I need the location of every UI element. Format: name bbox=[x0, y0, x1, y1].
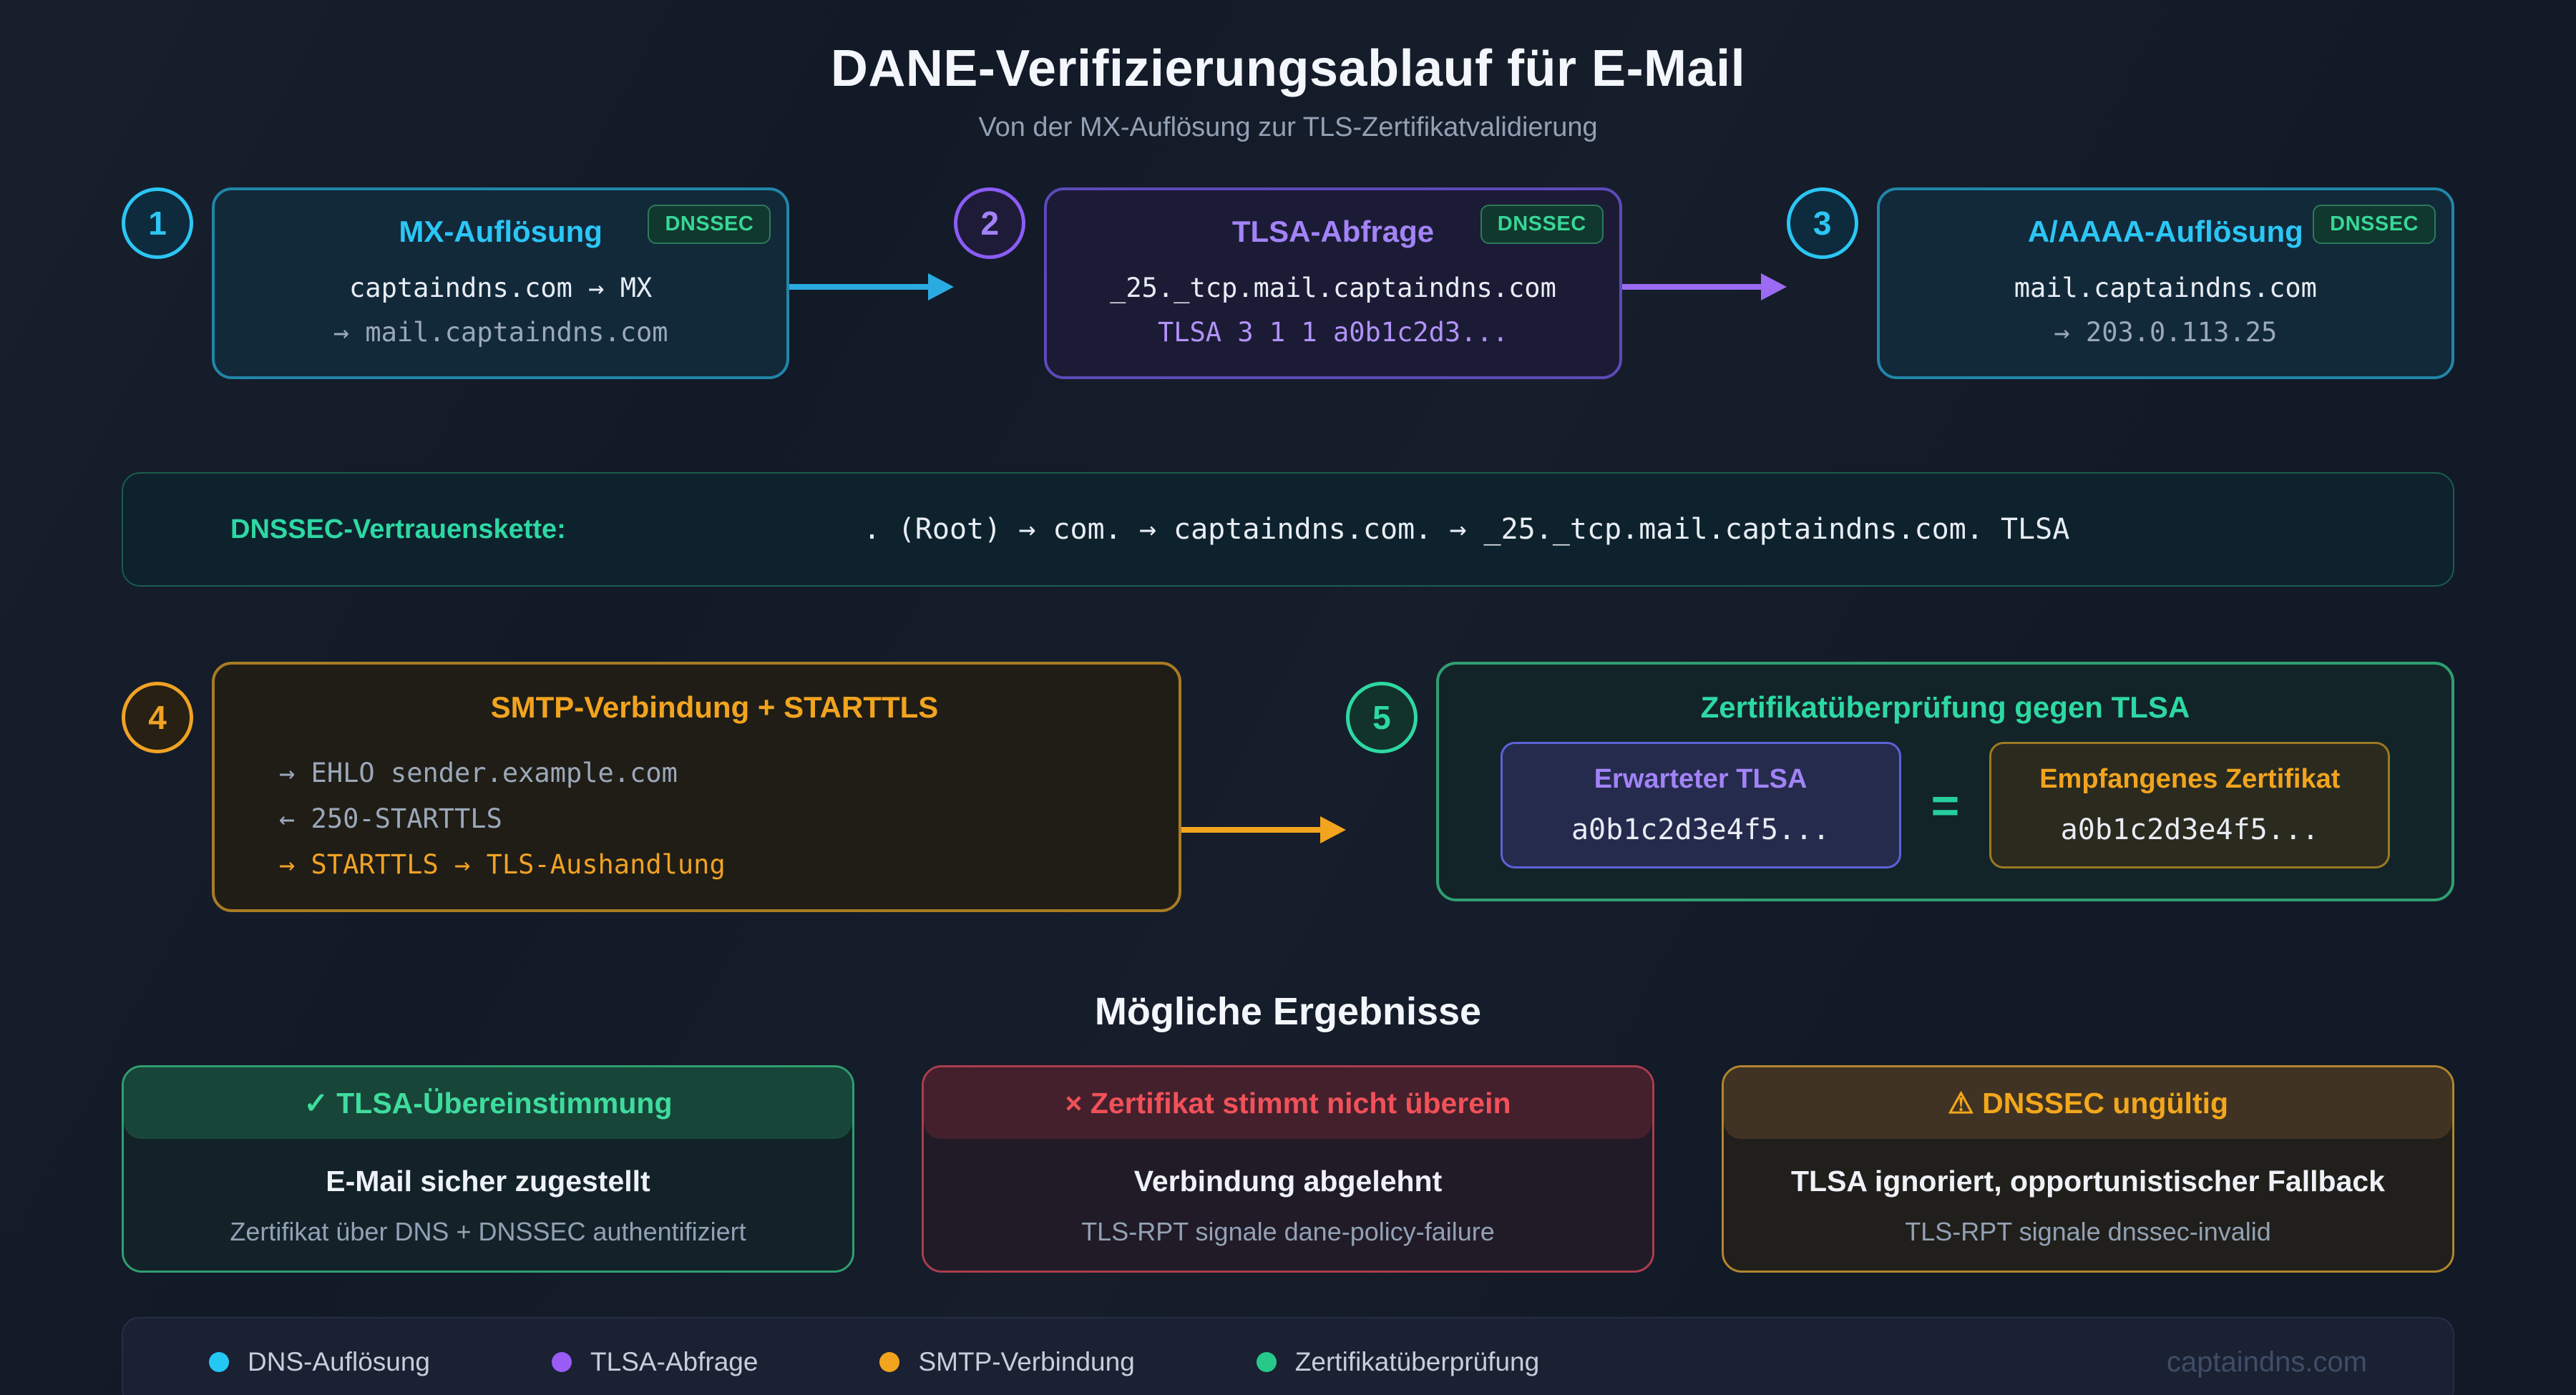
step-detail-query: captaindns.com → MX bbox=[349, 273, 653, 303]
expected-tlsa-value: a0b1c2d3e4f5... bbox=[1571, 813, 1830, 846]
received-cert-value: a0b1c2d3e4f5... bbox=[2060, 813, 2319, 846]
result-card-dnssec-invalid: ⚠ DNSSEC ungültig TLSA ignoriert, opport… bbox=[1722, 1065, 2454, 1273]
expected-tlsa-box: Erwarteter TLSA a0b1c2d3e4f5... bbox=[1500, 742, 1901, 868]
result-detail: TLS-RPT signale dane-policy-failure bbox=[1081, 1217, 1495, 1246]
arrow-head bbox=[928, 273, 955, 300]
step-number-3: 3 bbox=[1786, 187, 1858, 259]
received-cert-label: Empfangenes Zertifikat bbox=[2039, 764, 2341, 794]
result-outcome: TLSA ignoriert, opportunistischer Fallba… bbox=[1791, 1165, 2385, 1198]
result-outcome: E-Mail sicher zugestellt bbox=[326, 1165, 650, 1198]
result-outcome: Verbindung abgelehnt bbox=[1133, 1165, 1443, 1198]
step-number-4: 4 bbox=[122, 682, 193, 753]
step-detail-result: TLSA 3 1 1 a0b1c2d3... bbox=[1157, 317, 1509, 348]
diagram-header: DANE-Verifizierungsablauf für E-Mail Von… bbox=[122, 39, 2454, 143]
legend-item-certcheck: Zertifikatüberprüfung bbox=[1256, 1347, 1540, 1377]
step-title: SMTP-Verbindung + STARTTLS bbox=[490, 690, 939, 724]
legend-label: TLSA-Abfrage bbox=[590, 1347, 758, 1376]
dnssec-badge: DNSSEC bbox=[1480, 205, 1604, 244]
equals-icon: = bbox=[1931, 778, 1960, 833]
chain-value: . (Root) → com. → captaindns.com. → _25.… bbox=[863, 513, 2070, 546]
step-title: Zertifikatüberprüfung gegen TLSA bbox=[1700, 690, 2190, 724]
legend-bar: DNS-Auflösung TLSA-Abfrage SMTP-Verbindu… bbox=[122, 1317, 2454, 1395]
dnssec-trust-chain-panel: DNSSEC-Vertrauenskette: . (Root) → com. … bbox=[122, 472, 2454, 587]
step-box-tlsa-query: DNSSEC TLSA-Abfrage _25._tcp.mail.captai… bbox=[1044, 187, 1622, 379]
legend-dot-certcheck-icon bbox=[1256, 1352, 1277, 1372]
step-detail-result: → 203.0.113.25 bbox=[2054, 317, 2278, 348]
step-title: MX-Auflösung bbox=[399, 215, 602, 248]
arrow-head bbox=[1760, 273, 1787, 300]
legend-label: SMTP-Verbindung bbox=[918, 1347, 1135, 1376]
smtp-line-ehlo: → EHLO sender.example.com bbox=[279, 758, 678, 788]
arrow-right-icon bbox=[1181, 816, 1346, 844]
arrow-shaft bbox=[1181, 827, 1320, 833]
results-heading: Mögliche Ergebnisse bbox=[1094, 990, 1482, 1033]
dnssec-badge: DNSSEC bbox=[648, 205, 771, 244]
legend-dot-tlsa-icon bbox=[552, 1352, 572, 1372]
step-detail-query: mail.captaindns.com bbox=[2014, 273, 2317, 303]
step-detail-result: → mail.captaindns.com bbox=[333, 317, 668, 348]
step-box-cert-check: Zertifikatüberprüfung gegen TLSA Erwarte… bbox=[1435, 662, 2454, 901]
dnssec-badge: DNSSEC bbox=[2313, 205, 2436, 244]
step-detail-query: _25._tcp.mail.captaindns.com bbox=[1110, 273, 1556, 303]
arrow-head bbox=[1319, 816, 1346, 843]
result-detail: TLS-RPT signale dnssec-invalid bbox=[1905, 1217, 2271, 1246]
dns-steps-row: 1 DNSSEC MX-Auflösung captaindns.com → M… bbox=[122, 187, 2454, 379]
smtp-line-250: ← 250-STARTTLS bbox=[279, 803, 502, 834]
smtp-line-starttls: → STARTTLS → TLS-Aushandlung bbox=[279, 849, 726, 880]
arrow-shaft bbox=[1621, 284, 1761, 290]
step-box-smtp-starttls: SMTP-Verbindung + STARTTLS → EHLO sender… bbox=[212, 662, 1181, 912]
step-number-2: 2 bbox=[954, 187, 1026, 259]
step-box-a-aaaa-resolution: DNSSEC A/AAAA-Auflösung mail.captaindns.… bbox=[1876, 187, 2454, 379]
legend-item-tlsa: TLSA-Abfrage bbox=[552, 1347, 758, 1377]
result-card-cert-mismatch: × Zertifikat stimmt nicht überein Verbin… bbox=[922, 1065, 1654, 1273]
result-header-warning: ⚠ DNSSEC ungültig bbox=[1724, 1067, 2452, 1139]
page-subtitle: Von der MX-Auflösung zur TLS-Zertifikatv… bbox=[978, 112, 1598, 142]
step-number-1: 1 bbox=[122, 187, 193, 259]
page-title: DANE-Verifizierungsablauf für E-Mail bbox=[830, 40, 1746, 97]
legend-item-smtp: SMTP-Verbindung bbox=[879, 1347, 1135, 1377]
step-title: TLSA-Abfrage bbox=[1231, 215, 1435, 248]
legend-dot-dns-icon bbox=[209, 1352, 229, 1372]
brand-watermark: captaindns.com bbox=[2166, 1346, 2367, 1378]
step-title: A/AAAA-Auflösung bbox=[2027, 215, 2303, 248]
legend-label: DNS-Auflösung bbox=[248, 1347, 431, 1376]
result-detail: Zertifikat über DNS + DNSSEC authentifiz… bbox=[230, 1217, 746, 1246]
step-box-mx-resolution: DNSSEC MX-Auflösung captaindns.com → MX … bbox=[212, 187, 790, 379]
result-header-error: × Zertifikat stimmt nicht überein bbox=[924, 1067, 1652, 1139]
arrow-right-icon bbox=[789, 273, 955, 301]
result-card-tlsa-match: ✓ TLSA-Übereinstimmung E-Mail sicher zug… bbox=[122, 1065, 854, 1273]
arrow-shaft bbox=[789, 284, 929, 290]
step-number-5: 5 bbox=[1345, 682, 1418, 753]
result-header-success: ✓ TLSA-Übereinstimmung bbox=[124, 1067, 852, 1139]
smtp-cert-row: 4 SMTP-Verbindung + STARTTLS → EHLO send… bbox=[122, 662, 2454, 912]
legend-dot-smtp-icon bbox=[879, 1352, 900, 1372]
arrow-right-icon bbox=[1621, 273, 1787, 301]
results-row: ✓ TLSA-Übereinstimmung E-Mail sicher zug… bbox=[122, 1065, 2454, 1273]
legend-label: Zertifikatüberprüfung bbox=[1294, 1347, 1540, 1376]
legend-item-dns: DNS-Auflösung bbox=[209, 1347, 430, 1377]
tlsa-compare-row: Erwarteter TLSA a0b1c2d3e4f5... = Empfan… bbox=[1472, 742, 2419, 868]
expected-tlsa-label: Erwarteter TLSA bbox=[1594, 764, 1807, 794]
received-cert-box: Empfangenes Zertifikat a0b1c2d3e4f5... bbox=[1989, 742, 2391, 868]
chain-label: DNSSEC-Vertrauenskette: bbox=[230, 514, 566, 544]
